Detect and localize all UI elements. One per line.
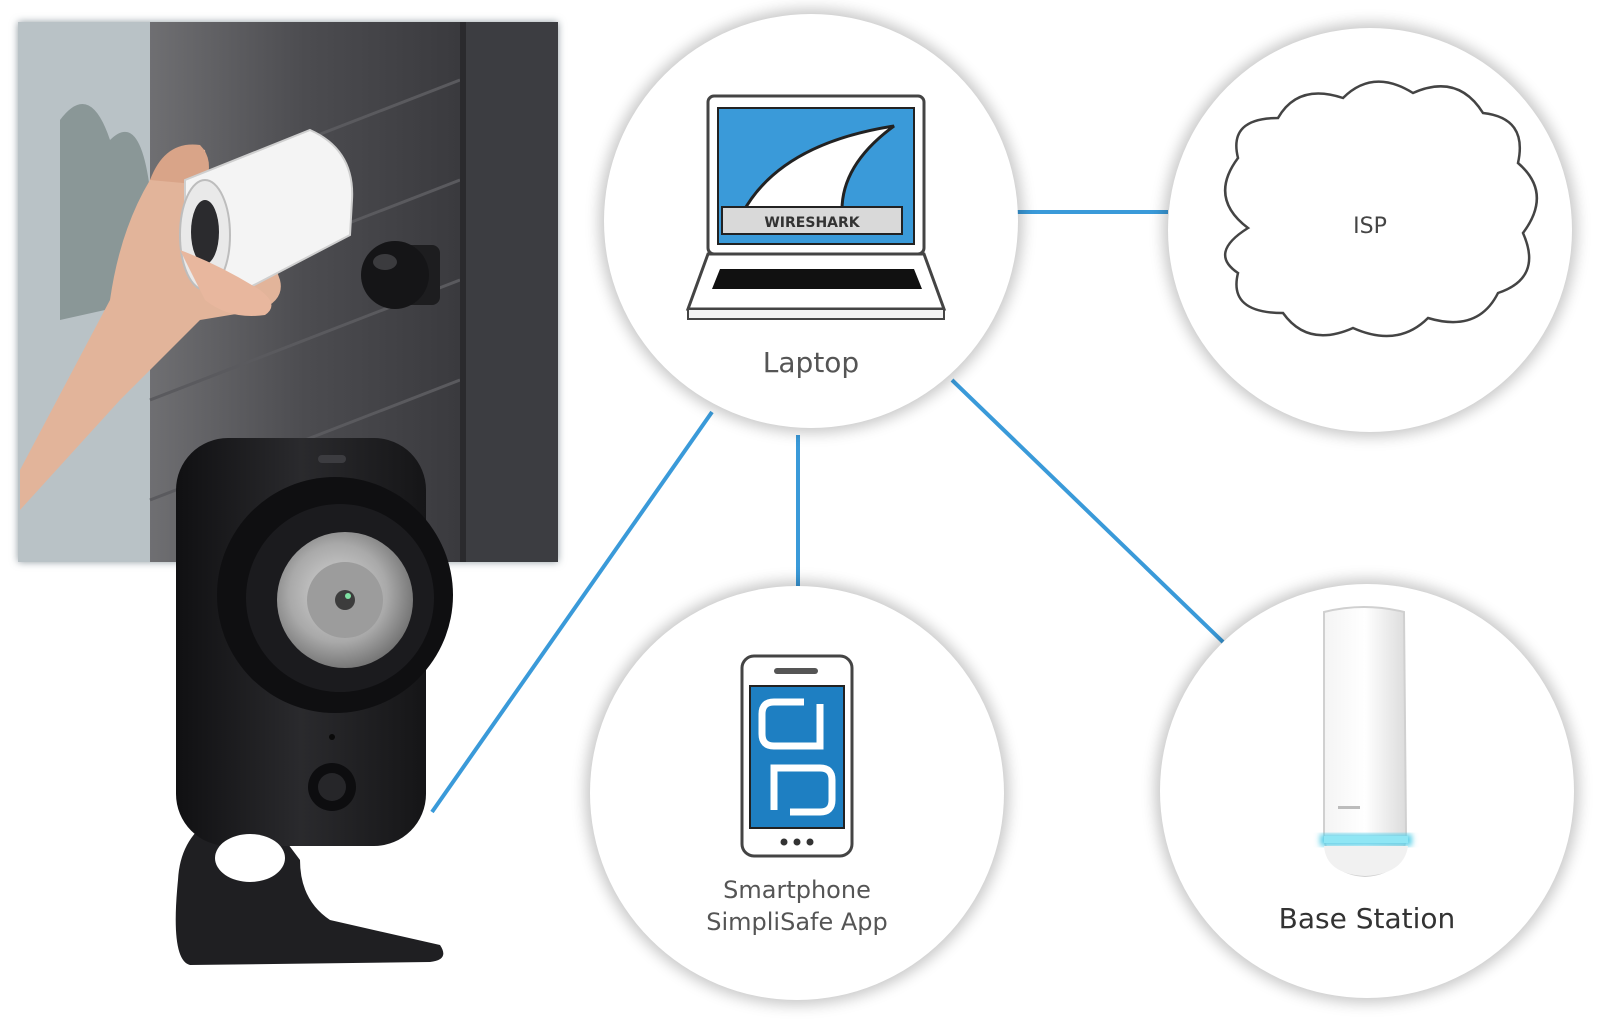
smartphone-label-line2: SimpliSafe App	[706, 908, 888, 936]
smartphone-node: Smartphone SimpliSafe App	[590, 586, 1004, 1000]
laptop-node: WIRESHARK Laptop	[604, 14, 1018, 428]
link-laptop-base-station	[950, 378, 1225, 644]
wireshark-logo-text: WIRESHARK	[764, 215, 860, 231]
camera-photo	[18, 22, 558, 965]
magnetic-mount	[361, 241, 440, 309]
isp-label: ISP	[1353, 214, 1387, 239]
laptop-label: Laptop	[762, 346, 860, 379]
hand-holding-camera	[20, 128, 354, 510]
smartphone-label-line1: Smartphone	[723, 876, 871, 904]
base-station-node: Base Station	[1160, 584, 1574, 998]
isp-node: ISP	[1168, 28, 1572, 432]
indoor-camera	[175, 438, 453, 965]
link-laptop-camera	[430, 410, 714, 814]
base-station-label: Base Station	[1278, 902, 1456, 935]
smartphone-icon	[740, 654, 854, 858]
cloud-icon	[1223, 80, 1538, 338]
base-station-icon	[1320, 606, 1412, 878]
laptop-icon: WIRESHARK	[685, 94, 947, 320]
